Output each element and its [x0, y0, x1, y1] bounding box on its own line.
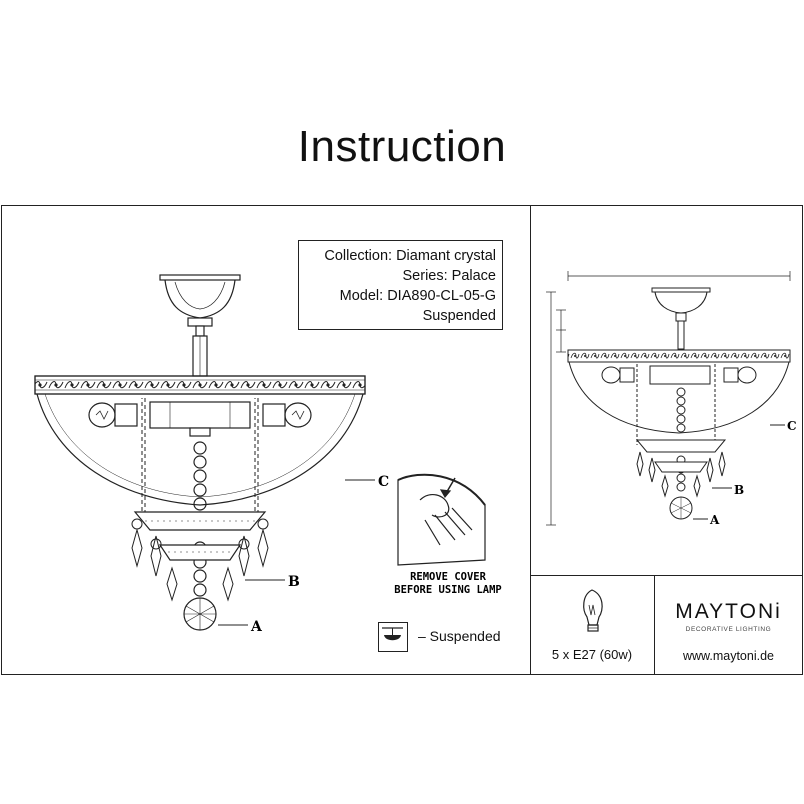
bulb-left	[88, 402, 138, 428]
ceiling-canopy	[159, 274, 241, 337]
crystal-drops	[131, 518, 269, 602]
divider-footer	[654, 575, 655, 675]
dim-callout-b: B	[734, 483, 744, 497]
product-info-box: Collection: Diamant crystal Series: Pala…	[298, 240, 503, 330]
page-title: Instruction	[297, 122, 507, 171]
divider-vertical	[530, 205, 531, 675]
notice-line-2: BEFORE USING LAMP	[394, 584, 501, 596]
model-line: Model: DIA890-CL-05-G	[339, 288, 496, 304]
chains	[141, 398, 259, 520]
brand-logo: MAYTONi	[675, 600, 782, 623]
dim-callout-c: C	[787, 419, 797, 433]
ring-lower	[158, 544, 242, 561]
remove-cover-illustration	[397, 473, 486, 566]
divider-horizontal	[530, 575, 803, 576]
collection-line: Collection: Diamant crystal	[324, 248, 496, 264]
suspended-mount-icon	[378, 622, 408, 652]
glass-bowl	[36, 393, 364, 506]
bulb-right	[262, 402, 312, 428]
website-link[interactable]: www.maytoni.de	[682, 649, 774, 663]
type-line: Suspended	[422, 308, 496, 324]
brand-tagline: DECORATIVE LIGHTING	[685, 626, 772, 633]
callout-a: A	[250, 619, 263, 635]
bulb-spec: 5 x E27 (60w)	[551, 647, 633, 662]
suspended-label: – Suspended	[418, 628, 501, 644]
main-chandelier	[34, 274, 375, 631]
notice-line-1: REMOVE COVER	[410, 571, 487, 583]
center-beads	[193, 441, 207, 597]
dim-callout-a: A	[709, 513, 720, 527]
bulb-icon	[583, 589, 603, 632]
series-line: Series: Palace	[402, 268, 497, 284]
dimension-diagram	[546, 271, 791, 526]
diagram-frame	[1, 205, 803, 675]
crystal-ball	[183, 597, 217, 631]
callout-b: B	[288, 574, 300, 590]
ring-upper	[133, 511, 267, 531]
ornament-band	[34, 375, 366, 395]
callout-c: C	[378, 474, 389, 490]
